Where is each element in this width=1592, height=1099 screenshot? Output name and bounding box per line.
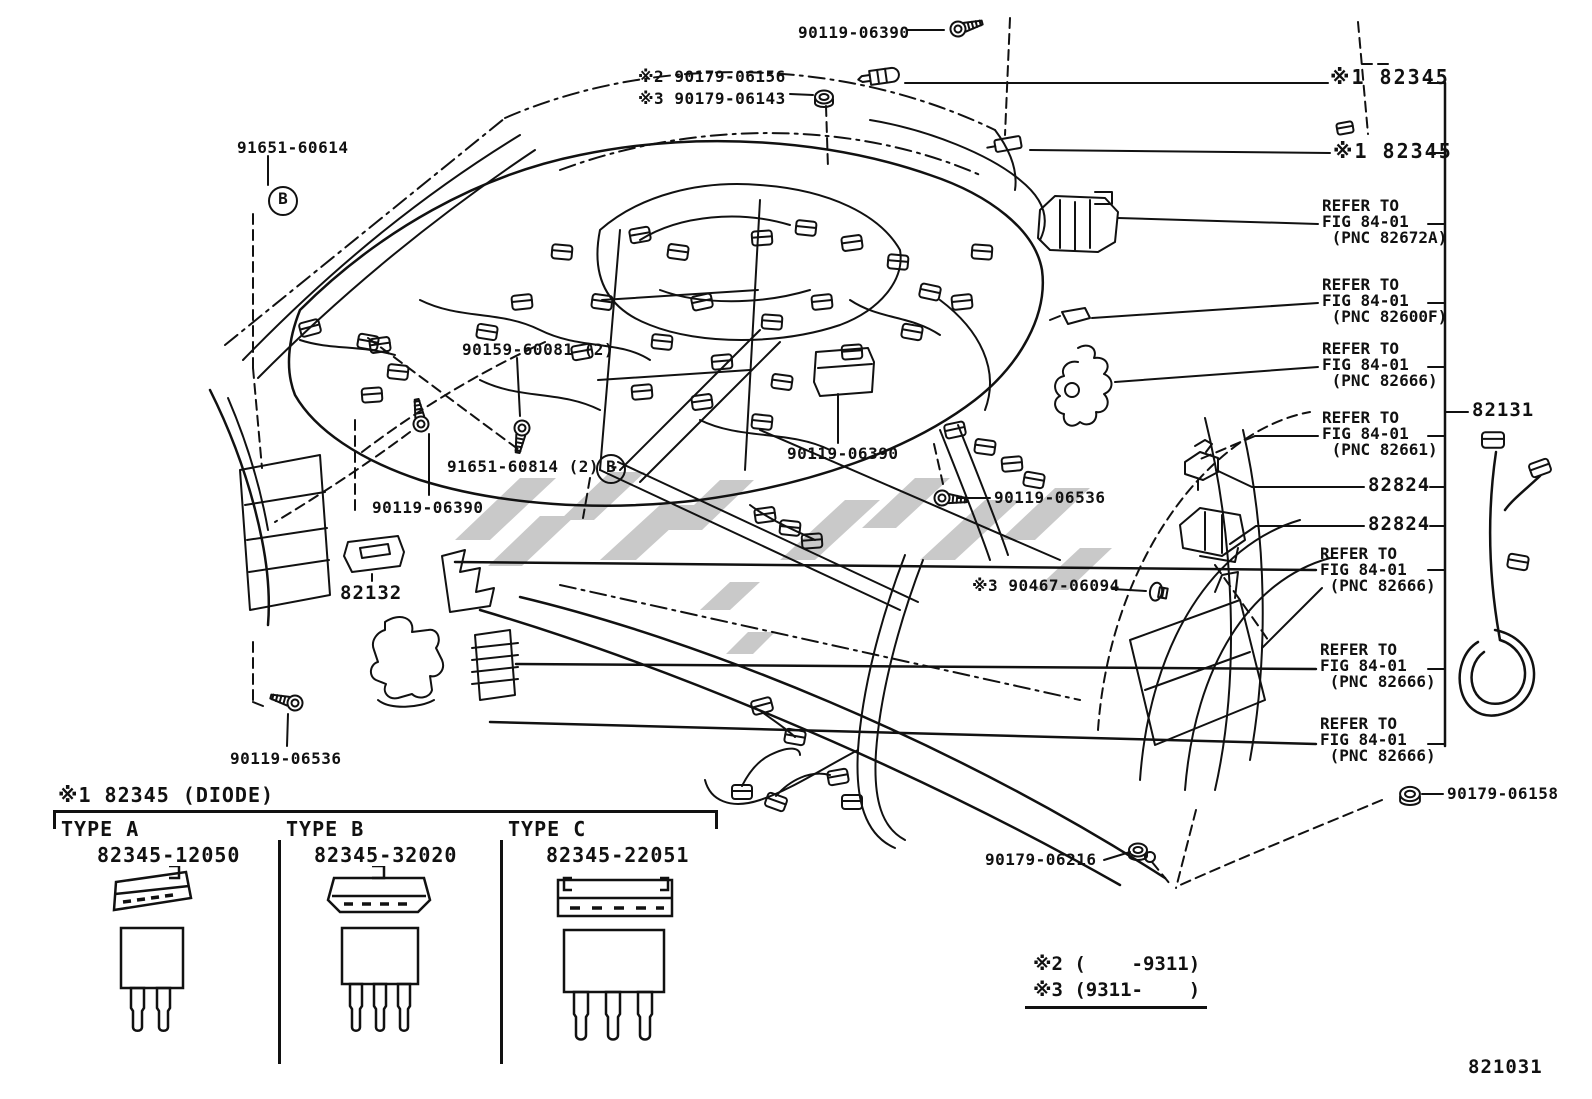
finned-connector-icon (472, 630, 518, 700)
refer-fig-82666-1: REFER TO FIG 84-01 (PNC 82666) (1322, 339, 1438, 390)
notes-underline (1025, 1006, 1207, 1010)
applicability-notes: ※2 ( -9311) ※3 (9311- ) (1025, 952, 1207, 1010)
diode-type-c-label: TYPE C (508, 817, 587, 841)
screw-icon-90119-06390-left (408, 397, 431, 434)
refer-fig-82666-3: REFER TO FIG 84-01 (PNC 82666) (1320, 640, 1436, 691)
grommet-icon-90467-06094 (1147, 580, 1170, 604)
diode-table-divider-2 (500, 840, 503, 1064)
screw-icon-90119-06390-top (947, 14, 986, 40)
diode-type-c-part-number: 82345-22051 (546, 843, 690, 867)
pn-90119-06390-left: 90119-06390 (372, 498, 484, 517)
nut-icon-90179-06156 (814, 89, 834, 108)
pn-90159-60081: 90159-60081 (2) (462, 340, 614, 359)
relay-icon-82132-area (344, 536, 494, 707)
pn-90119-06390-top: 90119-06390 (798, 23, 910, 42)
connector-icon-82824-2 (1180, 508, 1245, 562)
pn-90119-06536-bottom: 90119-06536 (230, 749, 342, 768)
watermark (455, 472, 1112, 654)
nut-icon-90179-06216 (1128, 842, 1155, 863)
pn-91651-60814: 91651-60814 (2) - (447, 457, 620, 476)
relay-icon-90119-06390-mid (814, 348, 874, 396)
dashboard-outline (210, 141, 1316, 885)
pn-90467-06094: ※3 90467-06094 (972, 576, 1120, 595)
marker-b-2: B (596, 454, 626, 484)
diode-type-c-drawing (556, 876, 674, 1041)
leader-lines (268, 30, 1468, 860)
diode-column-type-a: TYPE A 82345-12050 (61, 818, 271, 1093)
refer-fig-82666-2: REFER TO FIG 84-01 (PNC 82666) (1320, 544, 1436, 595)
diode-type-b-part-number: 82345-32020 (314, 843, 458, 867)
clip-icon-82345-2 (986, 136, 1022, 154)
pn-82824-2: 82824 (1368, 513, 1431, 535)
refer-fig-82600f: REFER TO FIG 84-01 (PNC 82600F) (1322, 275, 1448, 326)
pn-82131: 82131 (1472, 399, 1535, 421)
hidden-edge-dashdot-lines (225, 72, 1080, 700)
left-junction-block (240, 455, 330, 706)
note-applicability-2: ※2 ( -9311) (1033, 953, 1201, 975)
pn-90119-06390-mid: 90119-06390 (787, 444, 899, 463)
diode-type-b-drawing (326, 864, 432, 1032)
construction-dashed-lines (253, 18, 1392, 888)
marker-b-1: B (268, 186, 298, 216)
body-detail-lines (228, 120, 1330, 790)
diode-table-heading: ※1 82345 (DIODE) (58, 783, 275, 807)
figure-number: 821031 (1468, 1056, 1543, 1078)
relay-box-icon-82672a (1038, 192, 1118, 252)
diode-column-type-b: TYPE B 82345-32020 (286, 818, 494, 1093)
clip-icon-82600f (1050, 308, 1090, 324)
screw-icon-90159-60081 (509, 418, 532, 455)
pn-82132: 82132 (340, 582, 403, 604)
diode-variants-panel: ※1 82345 (DIODE) TYPE A 82345-12050 TYPE… (53, 782, 721, 1097)
nut-icon-90179-06158 (1398, 785, 1422, 807)
pn-90179-06143: ※3 90179-06143 (638, 89, 786, 108)
harness-82131 (1460, 452, 1540, 716)
pn-90119-06536-mid: 90119-06536 (994, 488, 1106, 507)
refer-fig-82661: REFER TO FIG 84-01 (PNC 82661) (1322, 408, 1438, 459)
pn-90179-06216: 90179-06216 (985, 850, 1097, 869)
note-applicability-3: ※3 (9311- ) (1033, 978, 1201, 1001)
diode-type-a-part-number: 82345-12050 (97, 843, 241, 867)
refer-fig-82672a: REFER TO FIG 84-01 (PNC 82672A) (1322, 196, 1448, 247)
pn-82345-second: ※1 82345 (1333, 139, 1453, 163)
diode-type-a-drawing (112, 864, 193, 1032)
diode-table-divider-1 (278, 840, 281, 1064)
diode-terminal-icon-82345-1 (857, 67, 900, 87)
diode-type-a-label: TYPE A (61, 817, 140, 841)
pn-91651-60614: 91651-60614 (237, 138, 349, 157)
diode-table-rule (53, 810, 718, 829)
pn-82824-1: 82824 (1368, 474, 1431, 496)
pn-82345-first: ※1 82345 (1330, 65, 1450, 89)
diode-type-b-label: TYPE B (286, 817, 365, 841)
diode-column-type-c: TYPE C 82345-22051 (508, 818, 718, 1093)
bracket-icon-82666 (1055, 346, 1111, 426)
pn-90179-06156: ※2 90179-06156 (638, 67, 786, 86)
refer-fig-82666-4: REFER TO FIG 84-01 (PNC 82666) (1320, 714, 1436, 765)
pn-90179-06158: 90179-06158 (1447, 784, 1559, 803)
screw-icon-90119-06536-bottom (267, 688, 306, 714)
